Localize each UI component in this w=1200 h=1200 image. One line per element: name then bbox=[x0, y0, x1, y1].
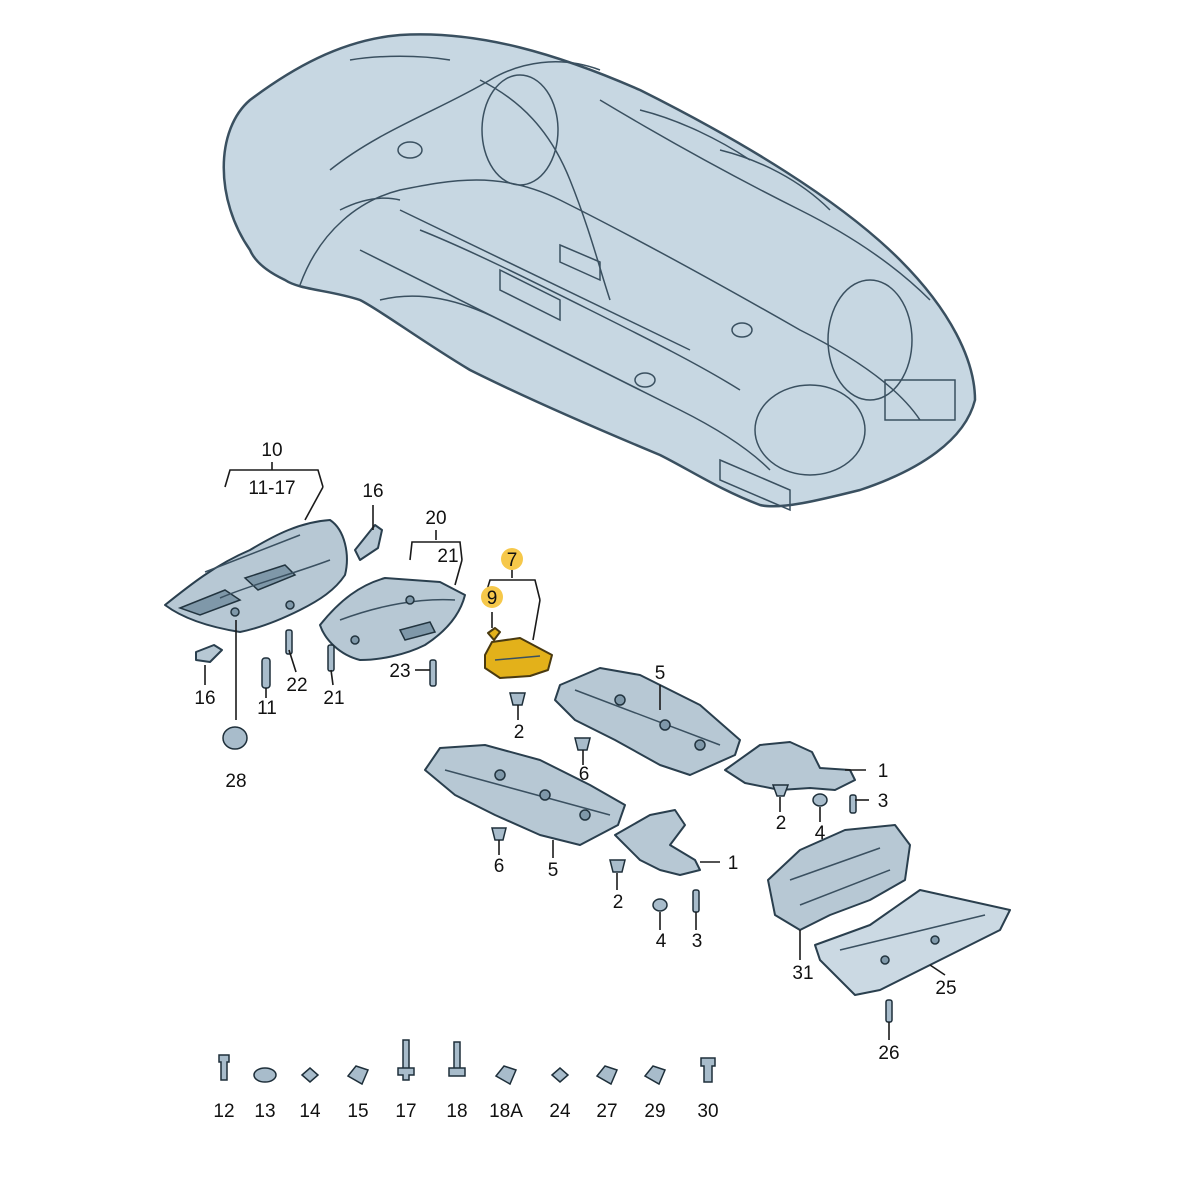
callout-4-lower: 4 bbox=[656, 931, 667, 952]
fastener-13: 13 bbox=[253, 1067, 277, 1122]
leader-lines bbox=[204, 462, 946, 1040]
part-5-shield-right bbox=[554, 667, 741, 776]
callout-6-lower: 6 bbox=[494, 856, 505, 877]
callout-25: 25 bbox=[935, 978, 956, 999]
fastener-label-30: 30 bbox=[697, 1101, 718, 1122]
fastener-18: 18 bbox=[446, 1041, 468, 1122]
car-body-underside bbox=[222, 33, 977, 512]
fastener-label-27: 27 bbox=[596, 1101, 617, 1122]
callout-22: 22 bbox=[286, 675, 307, 696]
fastener-30: 30 bbox=[697, 1057, 719, 1122]
callout-11-17: 11-17 bbox=[248, 478, 295, 499]
fastener-18a: 18A bbox=[489, 1065, 523, 1122]
fastener-label-18: 18 bbox=[446, 1101, 467, 1122]
fastener-12: 12 bbox=[213, 1054, 235, 1122]
callout-3-lower: 3 bbox=[692, 931, 703, 952]
fastener-29: 29 bbox=[643, 1065, 667, 1122]
fastener-label-15: 15 bbox=[347, 1101, 368, 1122]
fastener-15: 15 bbox=[346, 1065, 370, 1122]
callout-labels: 10 11-17 16 16 11 22 21 28 20 21 23 7 9 … bbox=[194, 440, 956, 1064]
fastener-14: 14 bbox=[299, 1067, 321, 1122]
callout-5-upper: 5 bbox=[655, 663, 666, 684]
callout-10: 10 bbox=[261, 440, 282, 461]
fastener-label-13: 13 bbox=[254, 1101, 275, 1122]
callout-5-lower: 5 bbox=[548, 860, 559, 881]
callout-9-highlight bbox=[481, 586, 503, 608]
part-31-rear-shield bbox=[767, 824, 911, 931]
fastener-label-18a: 18A bbox=[489, 1101, 523, 1122]
callout-2-center: 2 bbox=[514, 722, 525, 743]
callout-2-lower: 2 bbox=[613, 892, 624, 913]
callout-3-upper: 3 bbox=[878, 791, 889, 812]
callout-2-right: 2 bbox=[776, 813, 787, 834]
fastener-24: 24 bbox=[549, 1067, 571, 1122]
callout-28: 28 bbox=[225, 771, 246, 792]
callout-11: 11 bbox=[257, 698, 277, 719]
part-9-clip bbox=[487, 627, 501, 641]
fastener-label-14: 14 bbox=[299, 1101, 321, 1122]
fastener-label-17: 17 bbox=[395, 1101, 416, 1122]
callout-16-lower: 16 bbox=[194, 688, 215, 709]
part-16-bracket-upper bbox=[354, 524, 383, 561]
callout-26: 26 bbox=[878, 1043, 899, 1064]
loose-fasteners bbox=[222, 629, 893, 1023]
part-5-shield-left bbox=[424, 744, 626, 846]
part-16-bracket-lower bbox=[195, 644, 223, 663]
part-1-bracket-lower bbox=[614, 809, 701, 876]
fastener-17: 17 bbox=[395, 1039, 417, 1122]
part-1-bracket-upper bbox=[724, 741, 856, 791]
fastener-label-29: 29 bbox=[644, 1101, 665, 1122]
callout-7: 7 bbox=[507, 550, 518, 571]
fastener-label-12: 12 bbox=[213, 1101, 234, 1122]
part-20-center-shield bbox=[319, 577, 466, 661]
callout-21-right: 21 bbox=[437, 546, 458, 567]
callout-16-upper: 16 bbox=[362, 481, 383, 502]
callout-9: 9 bbox=[487, 588, 498, 609]
part-28-grommet bbox=[222, 726, 248, 750]
fastener-label-24: 24 bbox=[549, 1101, 571, 1122]
callout-6-upper: 6 bbox=[579, 764, 590, 785]
callout-1-lower: 1 bbox=[728, 853, 739, 874]
callout-7-highlight bbox=[501, 548, 523, 570]
part-7-highlighted-cover bbox=[484, 627, 553, 679]
callout-4-right: 4 bbox=[815, 823, 826, 844]
callout-20: 20 bbox=[425, 508, 446, 529]
callout-21-left: 21 bbox=[323, 688, 344, 709]
callout-1-upper: 1 bbox=[878, 761, 889, 782]
callout-23: 23 bbox=[389, 661, 410, 682]
fastener-legend-row: 12 13 14 15 17 18 18A 24 27 29 30 bbox=[213, 1039, 719, 1122]
part-10-front-shield bbox=[164, 519, 348, 633]
part-25-rear-panel bbox=[814, 889, 1011, 996]
callout-31: 31 bbox=[792, 963, 813, 984]
fastener-27: 27 bbox=[595, 1065, 619, 1122]
